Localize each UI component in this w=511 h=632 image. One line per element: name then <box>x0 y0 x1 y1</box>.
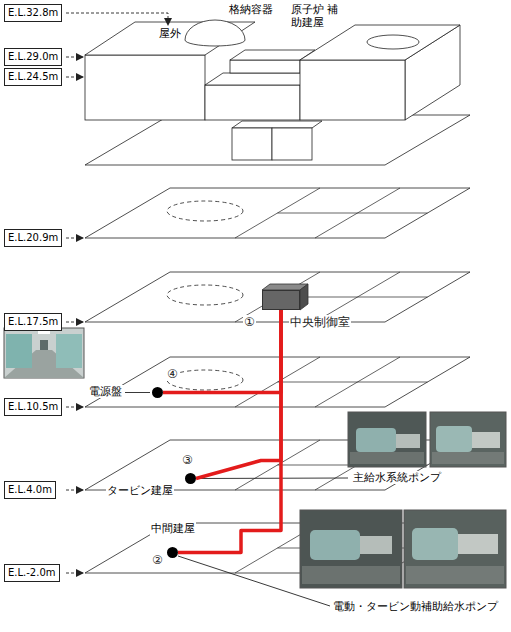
photo-corridor-end <box>40 340 48 350</box>
photo-frame <box>348 412 426 467</box>
floor-plane <box>85 357 470 407</box>
elevation-box: E.L.-2.0m <box>4 564 60 582</box>
building-face <box>272 128 312 160</box>
room-label: 中央制御室 <box>289 315 351 329</box>
callout-label: 格納容器 <box>228 3 274 16</box>
elevation-text: E.L.32.8m <box>8 6 58 20</box>
photo-motor <box>356 428 396 452</box>
elevation-box: E.L.17.5m <box>4 313 62 331</box>
photo-pump <box>396 434 420 448</box>
photo-frame <box>4 328 84 378</box>
location-dot: ② <box>167 547 178 558</box>
elevation-text: E.L.10.5m <box>8 400 58 414</box>
elevation-box: E.L.4.0m <box>4 481 56 499</box>
building-roof <box>232 121 322 128</box>
callout-number: ③ <box>181 453 194 467</box>
elevation-box: E.L.29.0m <box>4 48 62 66</box>
elevation-text: E.L.17.5m <box>8 315 58 329</box>
cable-route <box>178 310 281 553</box>
elevation-arrow <box>66 13 168 25</box>
elevation-arrow <box>66 57 83 58</box>
elevation-text: E.L.24.5m <box>8 70 58 84</box>
elevation-arrow <box>66 77 83 78</box>
elevation-box: E.L.24.5m <box>4 68 62 86</box>
photo-pump <box>458 534 498 554</box>
elevation-text: E.L.29.0m <box>8 50 58 64</box>
elevation-arrow <box>66 322 83 323</box>
elevation-text: E.L.20.9m <box>8 231 58 245</box>
elevation-arrow <box>66 490 83 491</box>
photo-panel <box>6 334 32 368</box>
photo-pump <box>360 536 392 554</box>
photo-motor <box>310 530 360 560</box>
leader-line <box>125 392 150 393</box>
photo-base <box>350 452 424 464</box>
building-face <box>205 85 300 120</box>
callout-label: 中間建屋 <box>150 522 196 535</box>
building-face <box>232 128 272 160</box>
building-face <box>85 55 205 120</box>
floor-plane <box>85 272 470 322</box>
photo-aux-feedwater-pump <box>300 510 506 588</box>
photo-panel <box>56 334 82 368</box>
floor-division <box>235 188 428 238</box>
floor-division <box>235 357 428 407</box>
photo-base <box>302 566 400 584</box>
photo-frame <box>430 412 506 467</box>
photo-pump <box>472 432 500 448</box>
elevation-box: E.L.10.5m <box>4 398 62 416</box>
location-dot: ④ <box>152 387 163 398</box>
callout-label: 原子炉 補助建屋 <box>290 3 342 29</box>
elevation-box: E.L.20.9m <box>4 229 62 247</box>
photo-frame <box>404 510 506 588</box>
photo-base <box>406 566 504 584</box>
callout-label: 屋外 <box>158 27 182 40</box>
cable-route <box>196 310 281 479</box>
building-face <box>300 60 405 120</box>
elevation-text: E.L.-2.0m <box>8 566 56 580</box>
control-room-box: ①中央制御室 <box>262 290 300 310</box>
elevation-arrow <box>66 407 83 408</box>
elevation-text: E.L.4.0m <box>8 483 52 497</box>
callout-label: 電源盤 <box>88 385 123 398</box>
floor-plane <box>85 115 470 165</box>
photo-motor <box>436 426 472 452</box>
elevation-box: E.L.32.8m <box>4 4 62 22</box>
elevation-arrow <box>66 238 83 239</box>
containment-outline <box>167 201 243 221</box>
photo-panel-corridor <box>4 328 84 378</box>
callout-label: 電動・タービン動補助給水ポンプ <box>332 600 499 613</box>
leader-line <box>198 478 348 480</box>
building-roof <box>300 25 460 60</box>
location-dot: ③ <box>185 473 196 484</box>
photo-motor <box>412 528 458 560</box>
callout-label: 主給水系統ポンプ <box>352 471 442 484</box>
control-room-side <box>300 284 308 310</box>
photo-frame <box>300 510 402 588</box>
elevation-arrow <box>66 573 83 574</box>
containment-dome <box>185 20 245 46</box>
building-face <box>230 60 300 73</box>
photo-base <box>432 452 504 464</box>
floor-plane <box>85 188 470 238</box>
cable-route <box>163 310 281 393</box>
photo-feedwater-pump <box>348 412 506 467</box>
callout-label: タービン建屋 <box>106 484 174 497</box>
containment-top <box>367 35 419 49</box>
callout-number: ④ <box>166 367 179 381</box>
containment-outline <box>167 285 243 305</box>
callout-number: ② <box>151 553 164 567</box>
callout-number: ① <box>243 315 256 329</box>
